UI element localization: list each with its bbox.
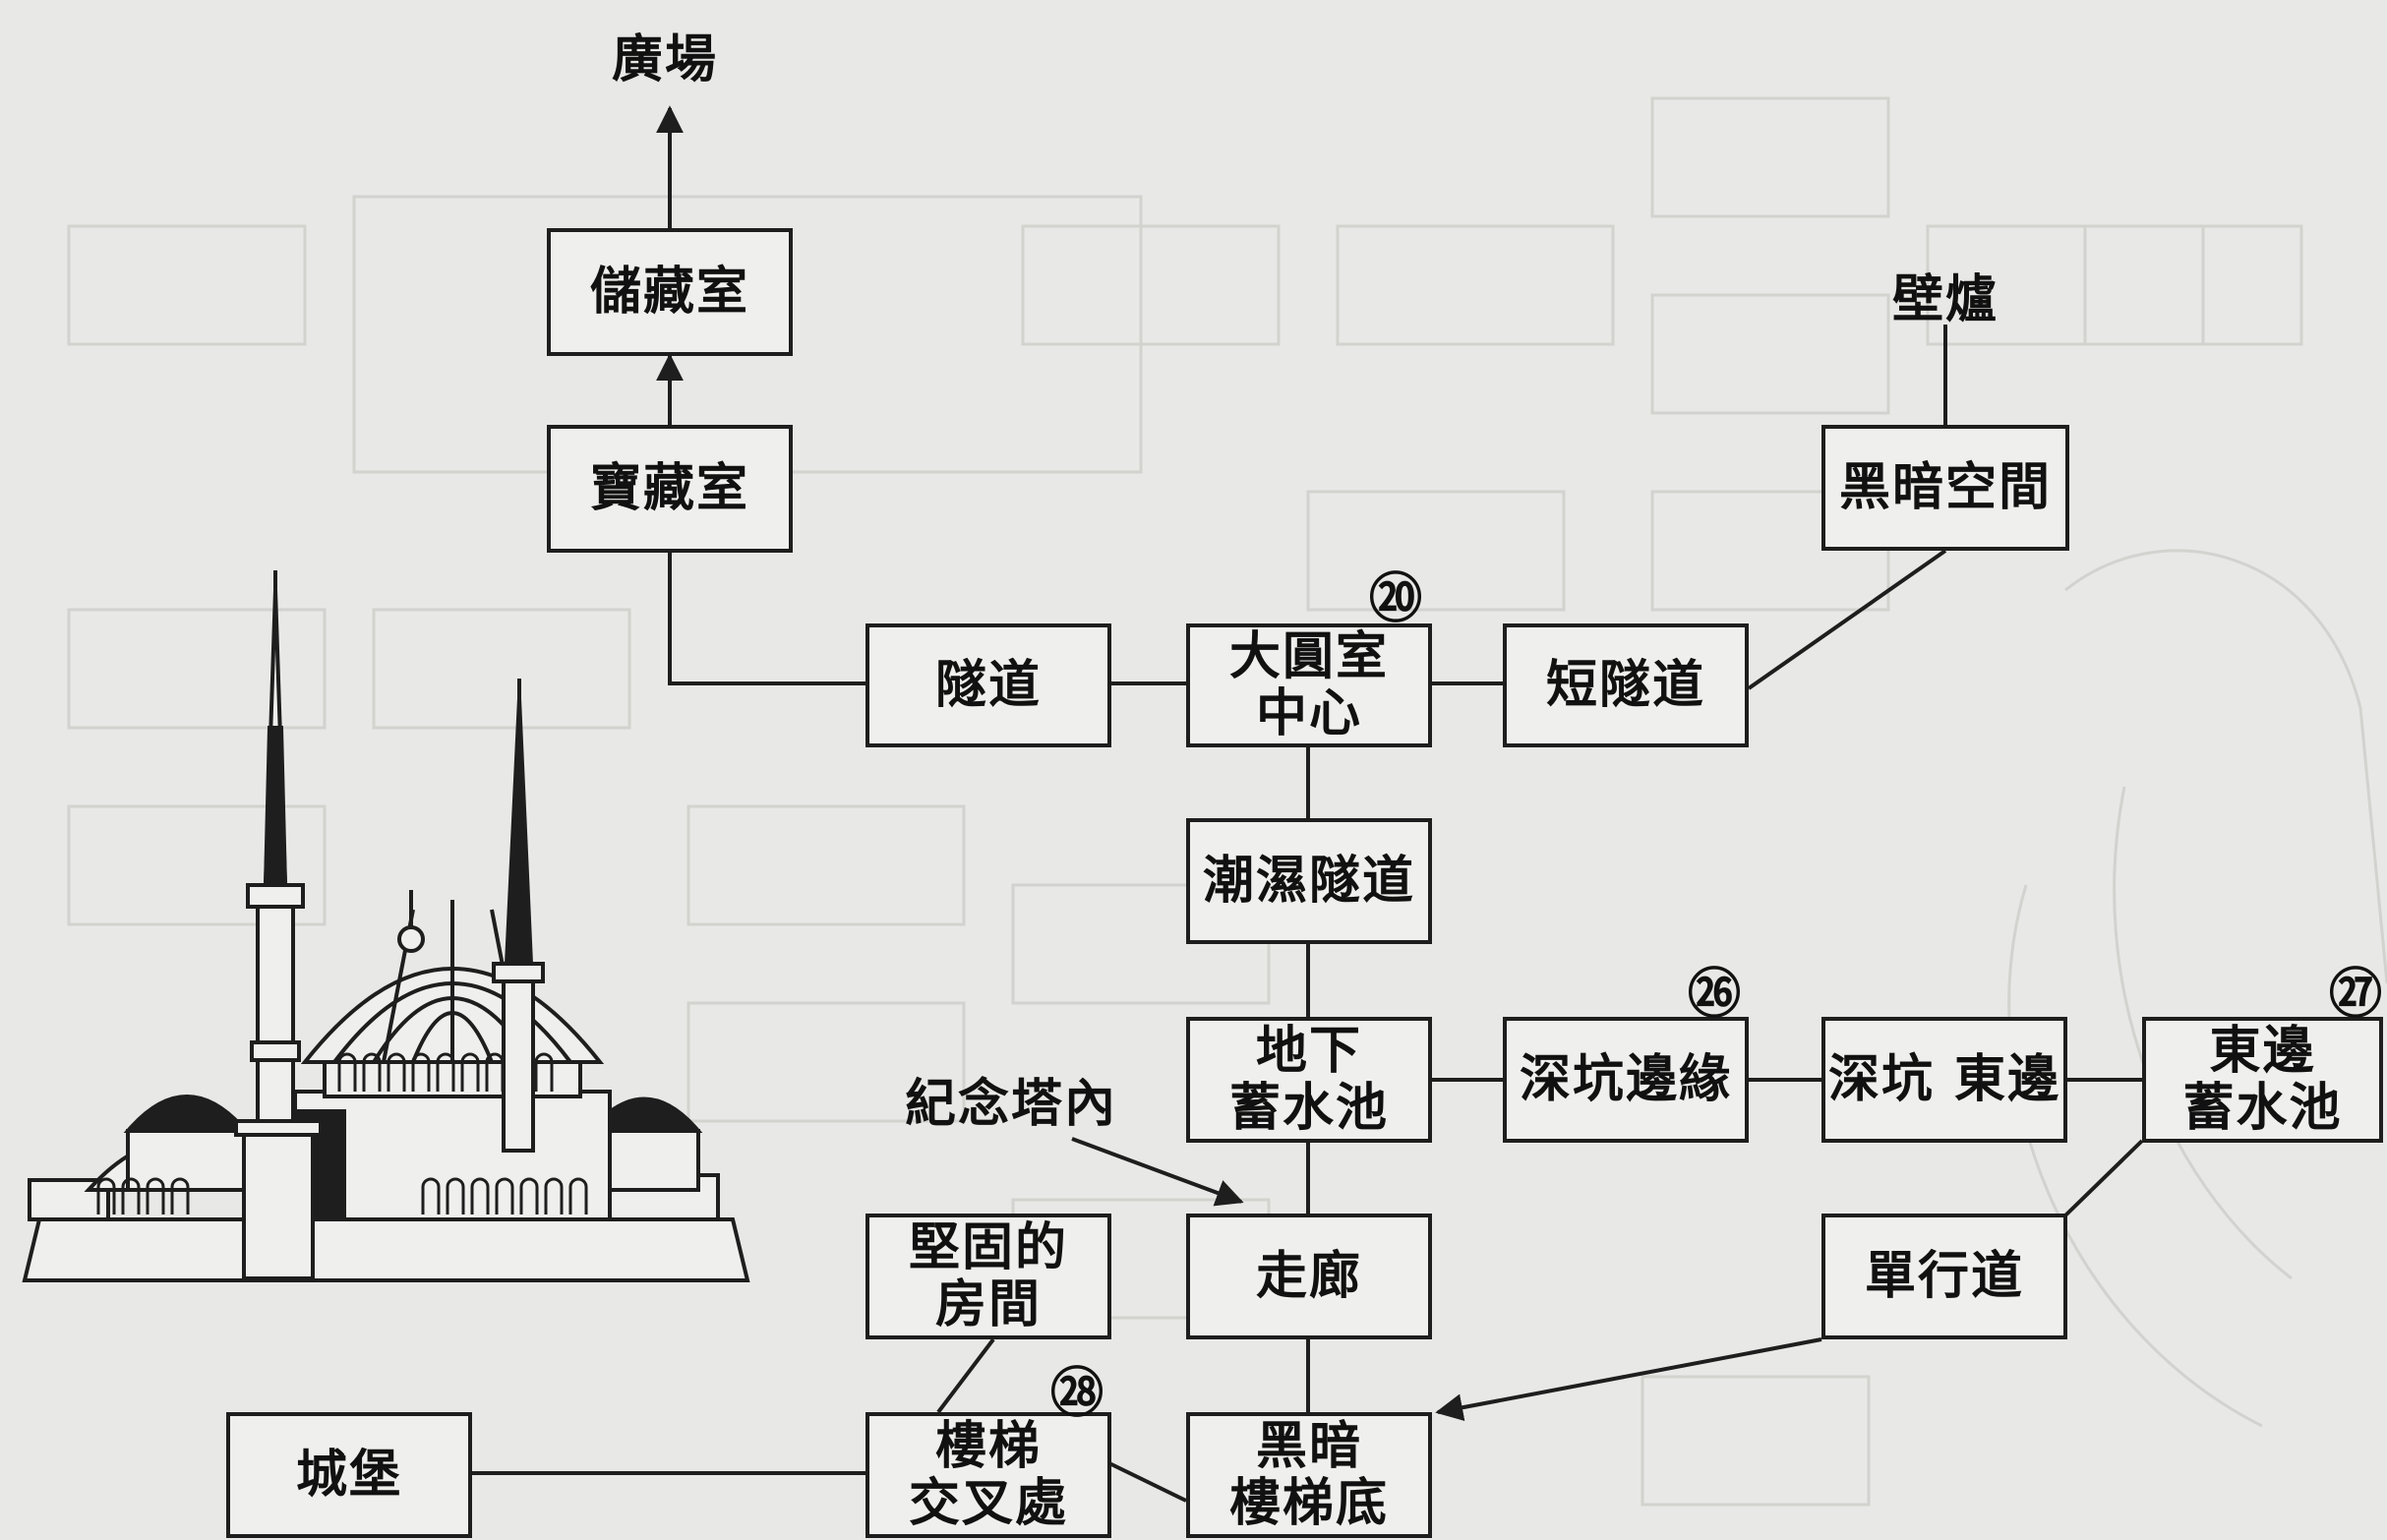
room-damp-tunnel: 潮濕隧道 xyxy=(1186,818,1432,944)
room-great-hall-line1: 大圓室 xyxy=(1228,625,1389,686)
edge-solidroom-staircross xyxy=(936,1337,995,1414)
room-dark-space-text: 黑暗空間 xyxy=(1838,456,2052,517)
edge-staircross-darkstair xyxy=(1108,1461,1187,1503)
room-east-cistern: 東邊 蓄水池 xyxy=(2142,1017,2383,1143)
edge-oneway-darkstair xyxy=(1435,1337,1822,1422)
room-tunnel: 隧道 xyxy=(865,623,1111,747)
room-corridor: 走廊 xyxy=(1186,1214,1432,1339)
room-pit-edge: 深坑邊緣 xyxy=(1503,1017,1749,1143)
room-dark-stair-line1: 黑暗 xyxy=(1255,1415,1362,1476)
edge-monument-corridor xyxy=(1071,1137,1244,1207)
room-dark-space: 黑暗空間 xyxy=(1821,425,2069,551)
room-castle: 城堡 xyxy=(226,1412,472,1538)
monument-inside-label: 紀念塔內 xyxy=(905,1074,1118,1134)
room-short-tunnel-text: 短隧道 xyxy=(1545,654,1705,715)
room-great-hall-line2: 中心 xyxy=(1255,683,1362,743)
room-solid-room-line2: 房間 xyxy=(934,1274,1042,1334)
room-dark-stair: 黑暗 樓梯底 xyxy=(1186,1412,1432,1538)
room-castle-text: 城堡 xyxy=(295,1444,402,1505)
room-storage: 儲藏室 xyxy=(547,228,793,356)
room-corridor-text: 走廊 xyxy=(1255,1245,1362,1306)
room-east-cistern-line1: 東邊 xyxy=(2209,1020,2316,1081)
room-solid-room-line1: 堅固的 xyxy=(908,1216,1068,1277)
marker-20: ⑳ xyxy=(1369,567,1424,629)
room-dark-stair-line2: 樓梯底 xyxy=(1228,1473,1389,1533)
room-stair-cross-line1: 樓梯 xyxy=(934,1415,1042,1476)
room-cistern-line2: 蓄水池 xyxy=(1228,1078,1389,1138)
edge-shorttunnel-darkspace xyxy=(1747,549,1947,690)
room-pit-edge-text: 深坑邊緣 xyxy=(1519,1048,1732,1109)
marker-28: ㉘ xyxy=(1050,1362,1105,1424)
room-stair-cross-line2: 交叉處 xyxy=(908,1473,1068,1533)
room-one-way-text: 單行道 xyxy=(1864,1245,2024,1306)
room-tunnel-text: 隧道 xyxy=(934,654,1042,715)
room-one-way: 單行道 xyxy=(1821,1214,2067,1339)
room-great-hall: 大圓室 中心 xyxy=(1186,623,1432,747)
plaza-label: 廣場 xyxy=(612,30,719,89)
room-pit-east-text: 深坑 東邊 xyxy=(1827,1048,2061,1109)
room-treasure: 寶藏室 xyxy=(547,425,793,553)
room-short-tunnel: 短隧道 xyxy=(1503,623,1749,747)
room-treasure-text: 寶藏室 xyxy=(589,457,749,518)
room-solid-room: 堅固的 房間 xyxy=(865,1214,1111,1339)
room-east-cistern-line2: 蓄水池 xyxy=(2182,1078,2343,1138)
room-storage-text: 儲藏室 xyxy=(589,261,749,322)
marker-27: ㉗ xyxy=(2329,963,2384,1025)
room-stair-cross: 樓梯 交叉處 xyxy=(865,1412,1111,1538)
room-cistern-line1: 地下 xyxy=(1255,1020,1362,1081)
edge-eastcistern-oneway xyxy=(2063,1139,2144,1217)
room-cistern: 地下 蓄水池 xyxy=(1186,1017,1432,1143)
room-damp-tunnel-text: 潮濕隧道 xyxy=(1202,850,1415,911)
edge-treasure-tunnel xyxy=(668,553,865,685)
marker-26: ㉖ xyxy=(1688,963,1743,1025)
room-pit-east: 深坑 東邊 xyxy=(1821,1017,2067,1143)
fireplace-label: 壁爐 xyxy=(1892,269,1999,329)
